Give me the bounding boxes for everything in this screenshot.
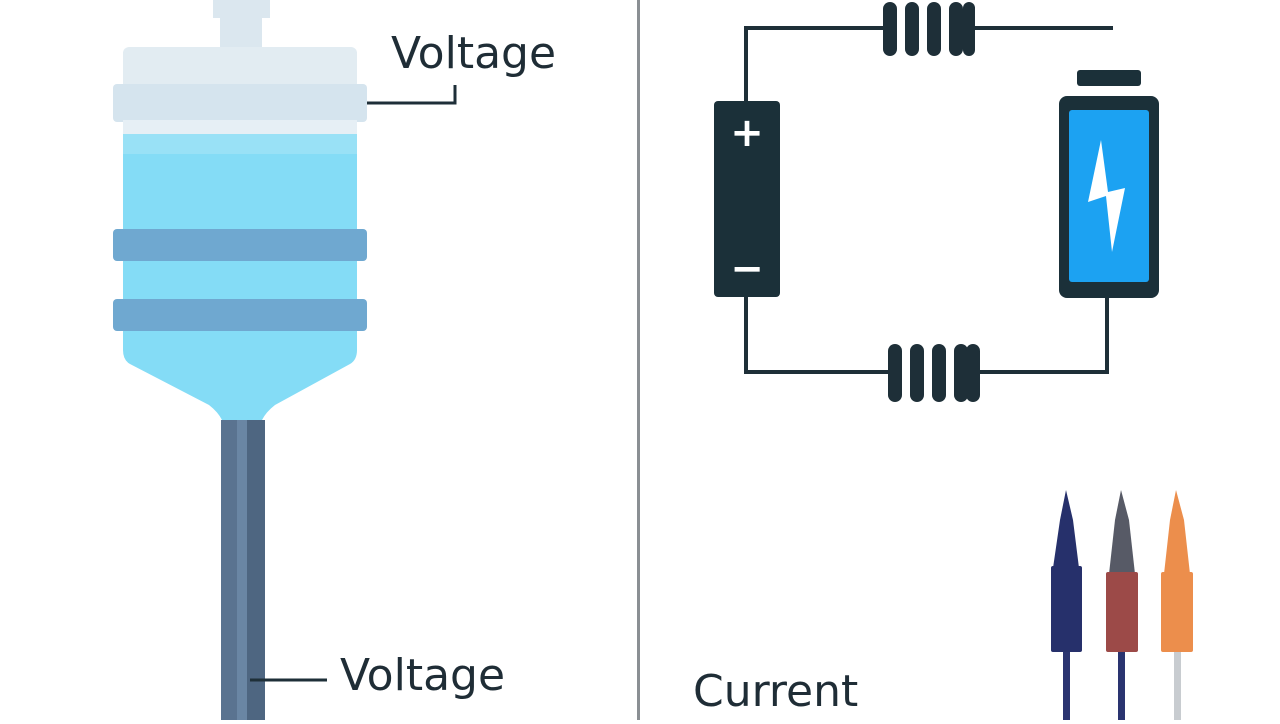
battery-cell-icon: + − [714, 101, 780, 297]
voltage-label-bottom: Voltage [340, 650, 506, 701]
lightning-bolt-icon [1088, 140, 1125, 252]
resistor-icon [888, 344, 980, 402]
test-probe-icon [1051, 490, 1082, 720]
voltage-top-leader-line [367, 85, 457, 105]
test-probe-icon [1161, 490, 1193, 720]
voltage-label-top: Voltage [391, 28, 557, 79]
charged-battery-icon [1059, 70, 1159, 298]
battery-minus-sign: − [730, 246, 764, 292]
test-probe-icon [1106, 490, 1138, 720]
panel-divider [637, 0, 640, 720]
water-jug-icon [113, 0, 367, 420]
pipe [221, 420, 265, 720]
resistor-icon [883, 2, 975, 56]
circuit-wires [744, 26, 1113, 374]
jug-band [113, 299, 367, 331]
jug-band [113, 229, 367, 261]
battery-plus-sign: + [730, 110, 764, 156]
current-label: Current [693, 666, 859, 717]
